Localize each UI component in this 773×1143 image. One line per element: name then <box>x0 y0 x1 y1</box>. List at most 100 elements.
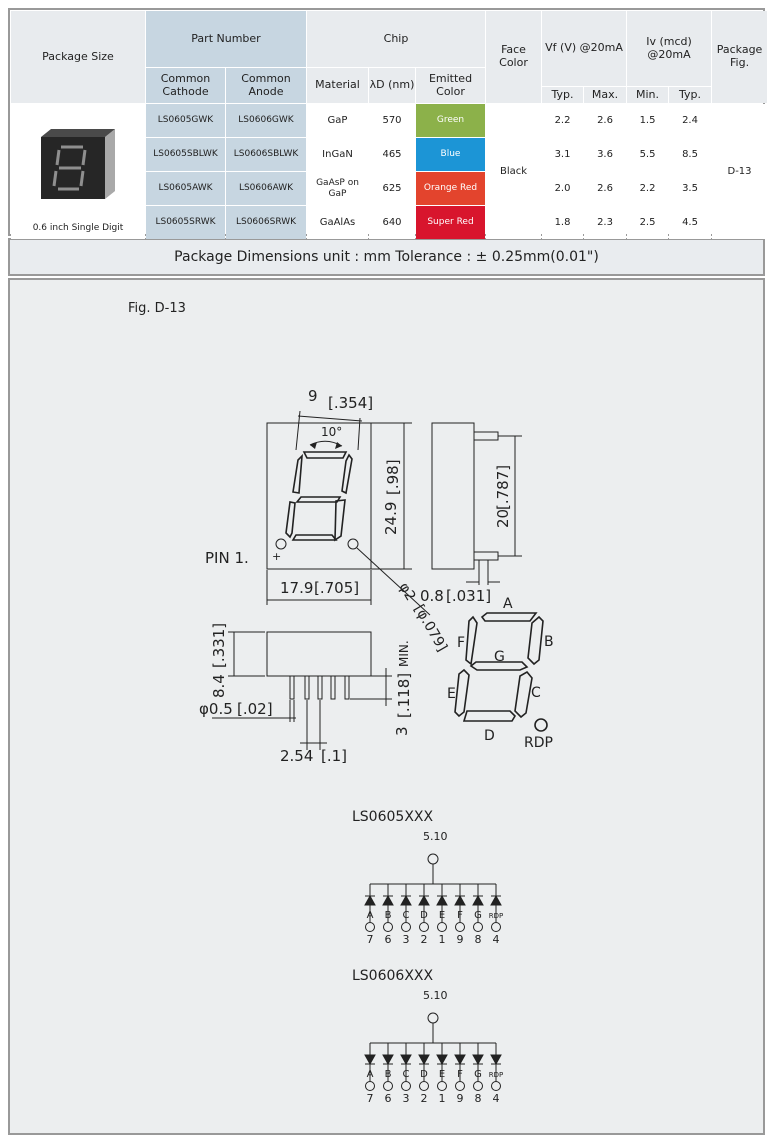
header-common-anode: Common Anode <box>226 68 306 103</box>
dim-dot-diameter: φ2 <box>396 580 419 604</box>
diode-symbol <box>436 894 448 906</box>
anode-part: LS0606SBLWK <box>226 138 306 171</box>
header-lambda: λD (nm) <box>369 68 415 103</box>
front-view-body <box>266 422 372 570</box>
pin-circle <box>473 1081 483 1091</box>
diode-symbol <box>382 1054 394 1066</box>
pin-circle <box>383 922 393 932</box>
pin-number: 9 <box>457 933 464 946</box>
segment-label: C <box>403 1069 410 1080</box>
segment-label: B <box>385 1069 392 1080</box>
dim-angle: 10° <box>321 425 342 439</box>
diode-symbol <box>418 1054 430 1066</box>
side-view-body <box>431 422 475 570</box>
iv-typ: 4.5 <box>669 206 712 239</box>
dim-pin-length: 3 <box>393 726 411 736</box>
wavelength: 570 <box>369 104 415 137</box>
header-vf: Vf (V) @20mA <box>542 11 627 86</box>
header-material: Material <box>307 68 368 103</box>
pins <box>289 675 350 700</box>
wavelength: 640 <box>369 206 415 239</box>
segment-label: A <box>367 910 374 921</box>
header-chip: Chip <box>307 11 486 67</box>
face-color: Black <box>486 104 542 239</box>
segment-label-rdp: RDP <box>524 735 553 751</box>
diode-symbol <box>472 894 484 906</box>
iv-typ: 2.4 <box>669 104 712 137</box>
pin-number: 6 <box>385 1092 392 1105</box>
pin-circle <box>401 1081 411 1091</box>
cathode-part: LS0605GWK <box>146 104 225 137</box>
package-caption: 0.6 inch Single Digit <box>32 223 124 234</box>
pin-circle <box>383 1081 393 1091</box>
diode-symbol <box>436 1054 448 1066</box>
dim-pitch-in: [.1] <box>321 747 347 765</box>
dim-pin-diameter: φ0.5 <box>199 700 233 718</box>
vf-max: 2.6 <box>584 104 627 137</box>
diode-symbol <box>382 894 394 906</box>
iv-min: 2.5 <box>627 206 669 239</box>
segment-label: D <box>420 1069 428 1080</box>
diode-symbol <box>364 1054 376 1066</box>
pin-circle <box>491 922 501 932</box>
pin-circle <box>401 922 411 932</box>
pin-number: 6 <box>385 933 392 946</box>
segment-label: E <box>439 1069 445 1080</box>
pin-number: 7 <box>367 933 374 946</box>
segment-label: A <box>367 1069 374 1080</box>
front-view-segments <box>285 451 353 542</box>
pin-number: 7 <box>367 1092 374 1105</box>
header-package-fig: Package Fig. <box>712 11 768 103</box>
diode-symbol <box>490 894 502 906</box>
bottom-view-body <box>266 631 372 677</box>
wavelength: 625 <box>369 172 415 205</box>
pin-number: 8 <box>475 933 482 946</box>
header-iv-typ: Typ. <box>669 87 712 103</box>
dim-dot-diameter-in: [φ.079] <box>411 602 451 654</box>
header-iv-min: Min. <box>627 87 669 103</box>
pin1-label: PIN 1. <box>205 549 249 567</box>
front-pin1-dot <box>275 538 287 550</box>
dim-pin-thickness: 0.8 <box>420 587 444 605</box>
vf-typ: 2.2 <box>542 104 584 137</box>
dim-height-in: [.98] <box>384 459 402 495</box>
diode-symbol <box>472 1054 484 1066</box>
chip-material: GaP <box>307 104 368 137</box>
pin-circle <box>455 1081 465 1091</box>
pin-circle <box>473 922 483 932</box>
cathode-part: LS0605SBLWK <box>146 138 225 171</box>
pin-circle <box>437 1081 447 1091</box>
package-dimensions-title: Package Dimensions unit : mm Tolerance :… <box>174 249 599 265</box>
emitted-color-blue: Blue <box>416 138 486 171</box>
pin-circle <box>491 1081 501 1091</box>
plus-sign: + <box>272 550 281 563</box>
anode-part: LS0606SRWK <box>226 206 306 239</box>
cathode-part: LS0605SRWK <box>146 206 225 239</box>
pin-number: 4 <box>493 1092 500 1105</box>
seven-segment-package-image <box>41 129 115 200</box>
segment-label-e: E <box>447 686 456 702</box>
circuit-common-pins: 5.10 <box>423 989 448 1002</box>
segment-label-g: G <box>494 649 505 665</box>
vf-max: 3.6 <box>584 138 627 171</box>
vf-typ: 3.1 <box>542 138 584 171</box>
header-iv: Iv (mcd) @20mA <box>627 11 712 86</box>
dim-pitch: 2.54 <box>280 747 313 765</box>
segment-label-c: C <box>531 685 541 701</box>
segment-label: B <box>385 910 392 921</box>
pin-circle <box>419 922 429 932</box>
wavelength: 465 <box>369 138 415 171</box>
iv-min: 2.2 <box>627 172 669 205</box>
segment-label-a: A <box>503 596 513 612</box>
dim-body-height: 8.4 <box>210 674 228 698</box>
diode-symbol <box>454 1054 466 1066</box>
segment-label: F <box>457 910 463 921</box>
dimensions-header-frame: Package Dimensions unit : mm Tolerance :… <box>8 238 765 276</box>
header-package-size: Package Size <box>11 11 145 103</box>
pin-number: 1 <box>439 933 446 946</box>
header-face-color: Face Color <box>486 11 542 103</box>
front-dp-dot <box>347 538 359 550</box>
dim-width-bottom-in: [.705] <box>314 579 359 597</box>
pin-circle <box>437 922 447 932</box>
